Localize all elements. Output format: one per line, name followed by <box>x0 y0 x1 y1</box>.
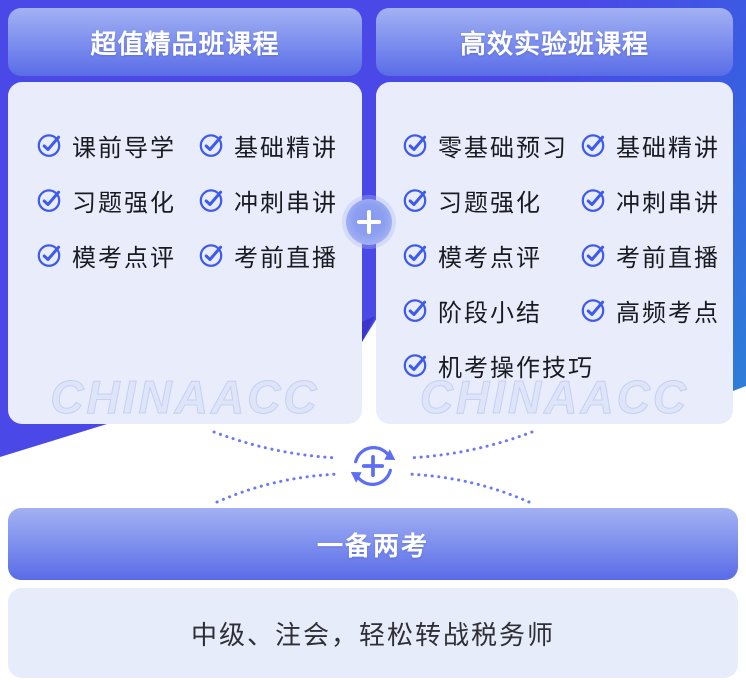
summary-description: 中级、注会，轻松转战税务师 <box>190 619 555 650</box>
course-item: 冲刺串讲 <box>198 186 362 217</box>
check-circle-icon <box>580 187 606 213</box>
course-item-label: 考前直播 <box>616 244 720 272</box>
course-item: 模考点评 <box>36 241 198 272</box>
dotted-curve <box>212 430 340 460</box>
check-circle-icon <box>402 242 428 268</box>
course-item: 机考操作技巧 <box>402 351 733 382</box>
course-panel-basic: 超值精品班课程 课前导学 基础精讲 习题强化 冲刺串讲 模考点评 <box>8 8 362 424</box>
check-circle-icon <box>198 187 224 213</box>
course-item-label: 阶段小结 <box>438 299 542 327</box>
check-circle-icon <box>580 242 606 268</box>
dotted-curve <box>406 430 534 460</box>
course-item-label: 习题强化 <box>72 189 176 217</box>
course-item-label: 机考操作技巧 <box>438 354 594 382</box>
watermark: CHINAACC <box>50 371 320 424</box>
panel-title: 超值精品班课程 <box>90 28 280 59</box>
summary-body: 中级、注会，轻松转战税务师 <box>8 588 738 678</box>
course-item-label: 基础精讲 <box>234 134 338 162</box>
check-circle-icon <box>402 352 428 378</box>
course-item: 模考点评 <box>402 241 580 272</box>
dotted-curve <box>406 472 531 504</box>
check-circle-icon <box>36 132 62 158</box>
course-item: 考前直播 <box>580 241 733 272</box>
check-circle-icon <box>36 242 62 268</box>
sync-plus-icon <box>347 440 399 492</box>
course-item: 基础精讲 <box>198 131 362 162</box>
check-circle-icon <box>198 132 224 158</box>
course-item: 高频考点 <box>580 296 733 327</box>
summary-title: 一备两考 <box>316 530 429 561</box>
check-circle-icon <box>198 242 224 268</box>
panel-body: 课前导学 基础精讲 习题强化 冲刺串讲 模考点评 考前直播 CH <box>8 82 362 424</box>
check-circle-icon <box>402 132 428 158</box>
check-circle-icon <box>580 297 606 323</box>
panel-header: 超值精品班课程 <box>8 8 362 76</box>
course-item: 冲刺串讲 <box>580 186 733 217</box>
course-item-label: 考前直播 <box>234 244 338 272</box>
course-item: 阶段小结 <box>402 296 580 327</box>
summary-panel: 一备两考 中级、注会，轻松转战税务师 <box>8 508 738 678</box>
check-circle-icon <box>36 187 62 213</box>
plus-icon-bar <box>367 210 371 234</box>
dotted-curve <box>215 472 340 504</box>
panel-title: 高效实验班课程 <box>459 28 649 59</box>
flow-arrows <box>0 424 746 508</box>
course-item-label: 模考点评 <box>438 244 542 272</box>
plus-icon <box>346 199 392 245</box>
check-circle-icon <box>580 132 606 158</box>
course-item: 基础精讲 <box>580 131 733 162</box>
course-item: 考前直播 <box>198 241 362 272</box>
course-item: 习题强化 <box>402 186 580 217</box>
panel-header: 高效实验班课程 <box>376 8 733 76</box>
course-item-label: 零基础预习 <box>438 134 568 162</box>
course-item: 零基础预习 <box>402 131 580 162</box>
course-item-label: 模考点评 <box>72 244 176 272</box>
course-item-label: 课前导学 <box>72 134 176 162</box>
course-item: 习题强化 <box>36 186 198 217</box>
course-item-label: 高频考点 <box>616 299 720 327</box>
check-circle-icon <box>402 297 428 323</box>
course-item-label: 冲刺串讲 <box>616 189 720 217</box>
course-item-label: 冲刺串讲 <box>234 189 338 217</box>
course-panel-premium: 高效实验班课程 零基础预习 基础精讲 习题强化 冲刺串讲 模考点评 <box>376 8 733 424</box>
panel-body: 零基础预习 基础精讲 习题强化 冲刺串讲 模考点评 考前直播 <box>376 82 733 424</box>
check-circle-icon <box>402 187 428 213</box>
course-item: 课前导学 <box>36 131 198 162</box>
course-item-label: 基础精讲 <box>616 134 720 162</box>
course-item-label: 习题强化 <box>438 189 542 217</box>
summary-header: 一备两考 <box>8 508 738 580</box>
